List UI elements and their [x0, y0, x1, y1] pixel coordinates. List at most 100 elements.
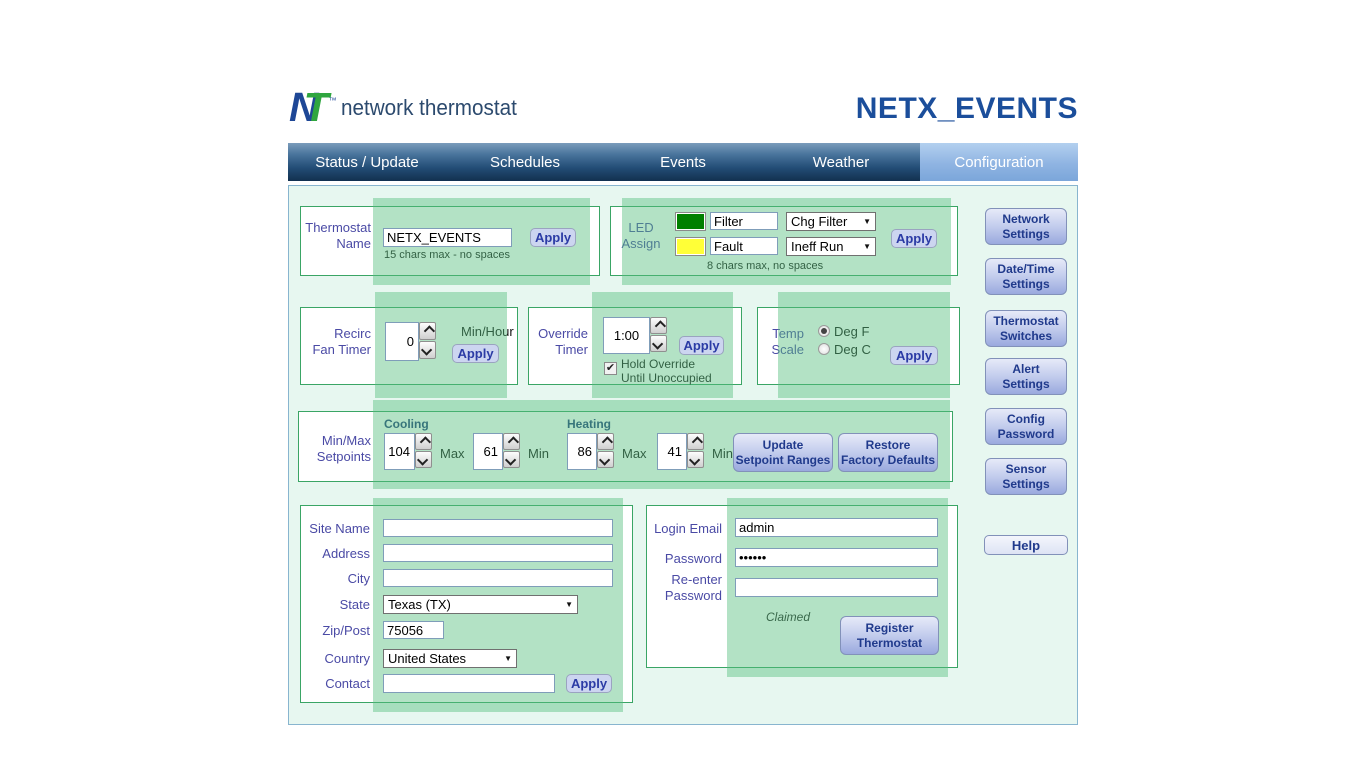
led-filter-name-input[interactable]: [710, 212, 778, 230]
led-filter-select[interactable]: Chg Filter ▼: [786, 212, 876, 231]
recirc-fan-timer-value[interactable]: 0: [385, 322, 419, 361]
chevron-down-icon: [688, 453, 700, 466]
chevron-up-icon: [423, 325, 435, 337]
led-yellow-swatch: [675, 237, 706, 256]
deg-c-label: Deg C: [834, 342, 871, 357]
thermostat-name-label: Thermostat Name: [305, 220, 371, 251]
recirc-fan-timer-apply-button[interactable]: Apply: [452, 344, 499, 363]
help-button[interactable]: Help: [984, 535, 1068, 555]
address-input[interactable]: [383, 544, 613, 562]
chevron-down-icon: [598, 453, 610, 466]
zip-label: Zip/Post: [322, 623, 370, 638]
spin-up-button[interactable]: [419, 322, 436, 340]
spin-down-button[interactable]: [503, 451, 520, 468]
tab-schedules[interactable]: Schedules: [489, 153, 561, 171]
cooling-header: Cooling: [384, 417, 429, 431]
spin-down-button[interactable]: [650, 335, 667, 352]
hold-override-checkbox[interactable]: ✔: [604, 362, 617, 375]
override-timer-apply-button[interactable]: Apply: [679, 336, 724, 355]
chevron-down-icon: [504, 453, 516, 466]
checkmark-icon: ✔: [605, 362, 616, 374]
recirc-fan-timer-unit: Min/Hour: [461, 324, 514, 339]
heating-header: Heating: [567, 417, 612, 431]
chevron-down-icon: [420, 344, 432, 356]
led-assign-label: LED Assign: [621, 220, 661, 251]
heating-min-value[interactable]: 41: [657, 433, 687, 470]
login-email-input[interactable]: [735, 518, 938, 537]
override-timer-value[interactable]: 1:00: [603, 317, 650, 354]
spin-down-button[interactable]: [687, 451, 704, 468]
tab-status-update[interactable]: Status / Update: [315, 153, 419, 171]
cooling-max-value[interactable]: 104: [384, 433, 415, 470]
cooling-min-label: Min: [528, 446, 549, 461]
chevron-down-icon: [416, 453, 428, 466]
page-title: NETX_EVENTS: [855, 92, 1078, 125]
chevron-up-icon: [507, 435, 519, 448]
heating-max-value[interactable]: 86: [567, 433, 597, 470]
zip-input[interactable]: [383, 621, 444, 639]
led-fault-name-input[interactable]: [710, 237, 778, 255]
claimed-status: Claimed: [766, 610, 811, 624]
spin-up-button[interactable]: [687, 433, 704, 450]
deg-c-radio[interactable]: [818, 343, 830, 355]
address-label: Address: [322, 546, 370, 561]
chevron-down-icon: [651, 337, 663, 350]
spin-up-button[interactable]: [597, 433, 614, 450]
login-email-label: Login Email: [654, 521, 722, 536]
site-name-input[interactable]: [383, 519, 613, 537]
country-label: Country: [324, 651, 370, 666]
tab-events[interactable]: Events: [660, 153, 706, 171]
temp-scale-apply-button[interactable]: Apply: [890, 346, 938, 365]
cooling-max-label: Max: [440, 446, 465, 461]
state-select[interactable]: Texas (TX) ▼: [383, 595, 578, 614]
spin-down-button[interactable]: [415, 451, 432, 468]
temp-scale-label: Temp Scale: [771, 326, 804, 357]
tab-weather[interactable]: Weather: [812, 153, 870, 171]
led-assign-apply-button[interactable]: Apply: [891, 229, 937, 248]
spin-up-button[interactable]: [650, 317, 667, 334]
country-select[interactable]: United States ▼: [383, 649, 517, 668]
contact-input[interactable]: [383, 674, 555, 693]
logo-t: T: [303, 84, 329, 130]
spin-up-button[interactable]: [415, 433, 432, 450]
reenter-password-label: Re-enter Password: [664, 572, 722, 603]
site-apply-button[interactable]: Apply: [566, 674, 612, 693]
led-fault-color: [677, 239, 704, 254]
override-timer-spinner: [650, 317, 667, 352]
heating-min-label: Min: [712, 446, 733, 461]
deg-f-radio[interactable]: [818, 325, 830, 337]
spin-down-button[interactable]: [419, 341, 436, 359]
spin-down-button[interactable]: [597, 451, 614, 468]
deg-f-label: Deg F: [834, 324, 870, 339]
thermostat-name-apply-button[interactable]: Apply: [530, 228, 576, 247]
cooling-min-spinner: [503, 433, 520, 468]
chevron-down-icon: ▼: [863, 217, 871, 226]
chevron-down-icon: ▼: [504, 654, 512, 663]
spin-up-button[interactable]: [503, 433, 520, 450]
heating-max-spinner: [597, 433, 614, 468]
thermostat-name-input[interactable]: [383, 228, 512, 247]
password-input[interactable]: [735, 548, 938, 567]
password-label: Password: [664, 551, 722, 566]
reenter-password-input[interactable]: [735, 578, 938, 597]
heating-min-spinner: [687, 433, 704, 468]
site-name-label: Site Name: [309, 521, 370, 536]
heating-max-label: Max: [622, 446, 647, 461]
city-label: City: [347, 571, 370, 586]
trademark-symbol: ™: [328, 96, 337, 105]
led-fault-select[interactable]: Ineff Run ▼: [786, 237, 876, 256]
city-input[interactable]: [383, 569, 613, 587]
tab-configuration[interactable]: Configuration: [920, 143, 1078, 181]
cooling-min-value[interactable]: 61: [473, 433, 503, 470]
